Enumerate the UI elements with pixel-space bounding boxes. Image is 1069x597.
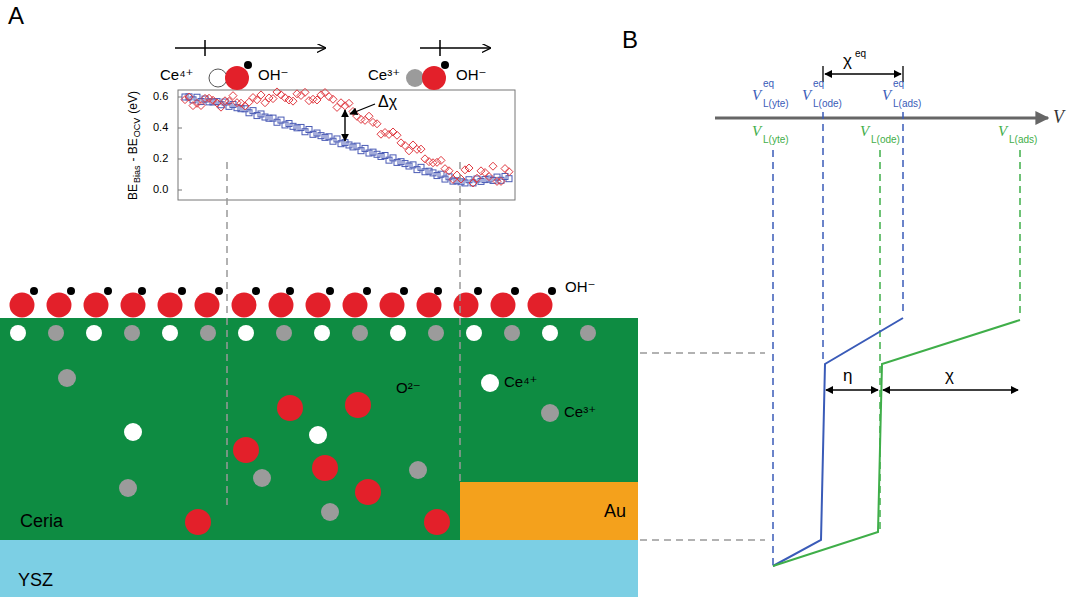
panel-letter: A	[8, 4, 24, 28]
ion-label: Ce³⁺	[564, 404, 596, 419]
data-points	[181, 88, 513, 187]
ion-label: OH⁻	[258, 67, 288, 82]
axis-title: - BE	[126, 138, 140, 161]
flux-arrows	[175, 40, 490, 56]
axis-title: BEBias - BEOCV (eV)	[127, 90, 142, 200]
potential-superscript: eq	[813, 79, 824, 89]
potential-markers	[773, 112, 1020, 568]
ion-label: O²⁻	[396, 380, 421, 395]
delta-label: Δχ	[378, 94, 397, 110]
chi-eq-superscript: eq	[855, 49, 866, 59]
panel-letter: B	[622, 28, 638, 52]
dimension-arrows	[823, 66, 1018, 390]
potential-subscript: L(ads)	[1009, 135, 1037, 145]
biased-profile	[773, 320, 1020, 566]
potential-label: V	[802, 88, 811, 103]
chi-label: χ	[945, 367, 954, 384]
leader-line	[350, 104, 375, 114]
gold-electrode: Au	[460, 482, 638, 540]
axis-title: Bias	[132, 166, 142, 184]
tick-label: 0.0	[153, 184, 168, 195]
potential-label: V	[882, 88, 891, 103]
tick-label: 0.6	[153, 91, 168, 102]
ceria-layer: Ceria Au	[0, 318, 638, 540]
potential-subscript: L(yte)	[763, 99, 789, 109]
potential-label: V	[998, 124, 1007, 139]
layer-label: Ceria	[20, 511, 63, 532]
chi-eq-label: χ	[843, 52, 852, 69]
potential-subscript: L(ode)	[871, 135, 900, 145]
delta-arrow	[344, 110, 345, 141]
potential-superscript: eq	[763, 79, 774, 89]
overpotential-label: η	[843, 367, 852, 384]
axis-title: (eV)	[126, 91, 140, 114]
axis-title: OCV	[132, 118, 142, 138]
potential-subscript: L(yte)	[763, 135, 789, 145]
layer-label: Au	[604, 501, 626, 522]
ion-label: OH⁻	[565, 279, 595, 294]
ion-label: Ce³⁺	[368, 67, 400, 82]
potential-superscript: eq	[893, 79, 904, 89]
axis-ticks	[178, 97, 182, 190]
potential-label: V	[860, 124, 869, 139]
equilibrium-profile	[773, 318, 903, 566]
ion-label: Ce⁴⁺	[160, 67, 194, 82]
ysz-substrate: YSZ	[0, 540, 638, 597]
axis-label: V	[1053, 108, 1064, 126]
layer-label: YSZ	[18, 570, 53, 591]
potential-label: V	[752, 88, 761, 103]
ion-label: Ce⁴⁺	[504, 374, 538, 389]
potential-label: V	[752, 124, 761, 139]
tick-label: 0.4	[153, 122, 168, 133]
axis-title: BE	[126, 184, 140, 200]
tick-label: 0.2	[153, 153, 168, 164]
potential-subscript: L(ode)	[813, 99, 842, 109]
plot-frame	[178, 90, 515, 200]
ion-label: OH⁻	[456, 67, 486, 82]
potential-axis	[715, 117, 1048, 120]
potential-subscript: L(ads)	[893, 99, 921, 109]
